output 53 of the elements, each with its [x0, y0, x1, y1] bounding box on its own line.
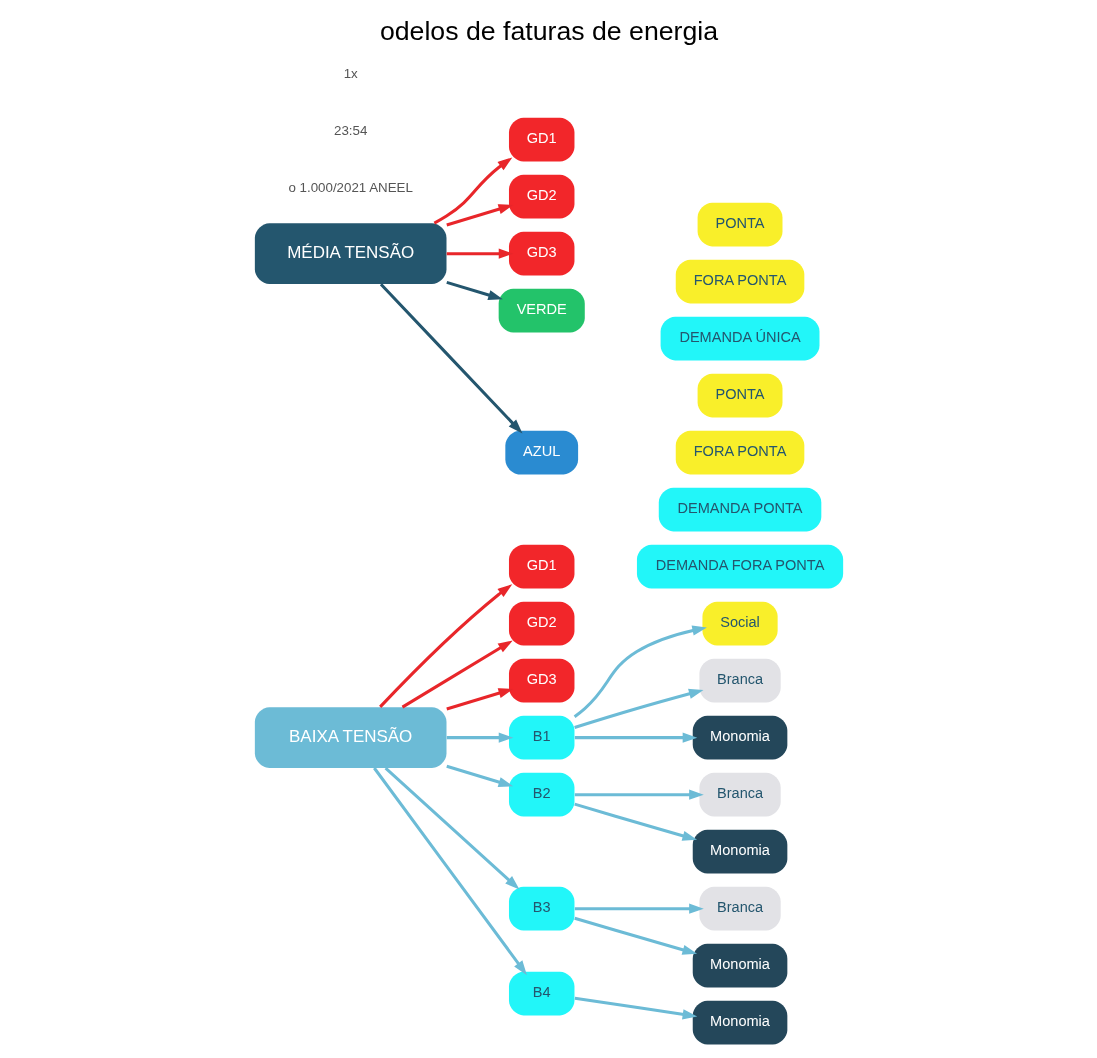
node-box: B4 [508, 971, 574, 1016]
arrow [445, 764, 513, 788]
label: 1x [343, 65, 358, 81]
arrow [445, 204, 513, 227]
node-box: Social [701, 601, 778, 646]
node-box: Branca [698, 658, 781, 703]
arrow [372, 767, 527, 976]
node-box: PONTA [697, 202, 782, 247]
label: o 1.000/2021 ANEEL [287, 179, 413, 195]
node-box: Branca [698, 772, 781, 817]
arrow [573, 688, 703, 729]
node-box: GD3 [508, 231, 574, 276]
node-box: FORA PONTA [675, 259, 804, 304]
node-box: AZUL [504, 430, 578, 475]
arrow [446, 248, 513, 259]
node-box: GD2 [508, 601, 574, 646]
node-box: B3 [508, 886, 574, 931]
node-box: PONTA [697, 373, 782, 418]
node-box: FORA PONTA [675, 430, 804, 475]
arrow [573, 625, 707, 718]
node-box: GD1 [508, 117, 574, 162]
arrow [384, 767, 519, 890]
node-box: B2 [508, 772, 574, 817]
node-box: DEMANDA ÚNICA [660, 316, 819, 361]
diagram-title: odelos de faturas de energia [379, 15, 718, 46]
node-box: B1 [508, 715, 574, 760]
arrow [445, 688, 513, 711]
arrow [379, 283, 522, 434]
arrow [574, 789, 704, 800]
node-box: Monomia [692, 943, 787, 988]
node-box: Branca [698, 886, 781, 931]
arrow [446, 732, 513, 743]
node-box: Monomia [692, 715, 787, 760]
arrow [574, 903, 704, 914]
node-box: MÉDIA TENSÃO [254, 223, 446, 284]
arrow [401, 640, 513, 709]
arrow [378, 584, 512, 708]
node-box: Monomia [692, 829, 787, 874]
node-box: GD2 [508, 174, 574, 219]
node-box: BAIXA TENSÃO [254, 707, 446, 768]
node-box: GD1 [508, 544, 574, 589]
node-box: Monomia [692, 1000, 787, 1045]
arrow [574, 996, 697, 1020]
arrow [445, 280, 503, 300]
node-box: VERDE [498, 288, 585, 333]
arrow [574, 732, 697, 743]
node-box: DEMANDA PONTA [658, 487, 821, 532]
arrow [433, 157, 512, 225]
arrow [573, 916, 697, 955]
node-box: GD3 [508, 658, 574, 703]
node-box: DEMANDA FORA PONTA [636, 544, 843, 589]
label: 23:54 [333, 122, 367, 138]
arrow [573, 802, 697, 841]
